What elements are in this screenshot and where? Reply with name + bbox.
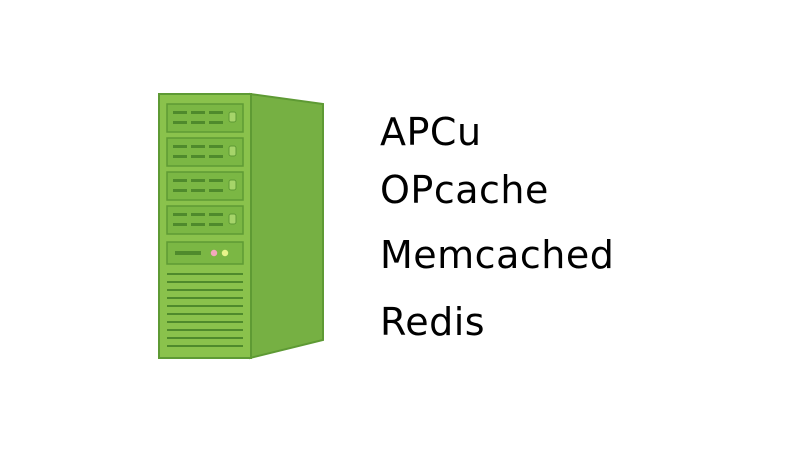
- label-redis: Redis: [380, 300, 486, 344]
- label-apcu: APCu: [380, 110, 482, 154]
- server-tower-icon: [155, 92, 330, 360]
- label-memcached: Memcached: [380, 233, 615, 277]
- label-opcache: OPcache: [380, 168, 549, 212]
